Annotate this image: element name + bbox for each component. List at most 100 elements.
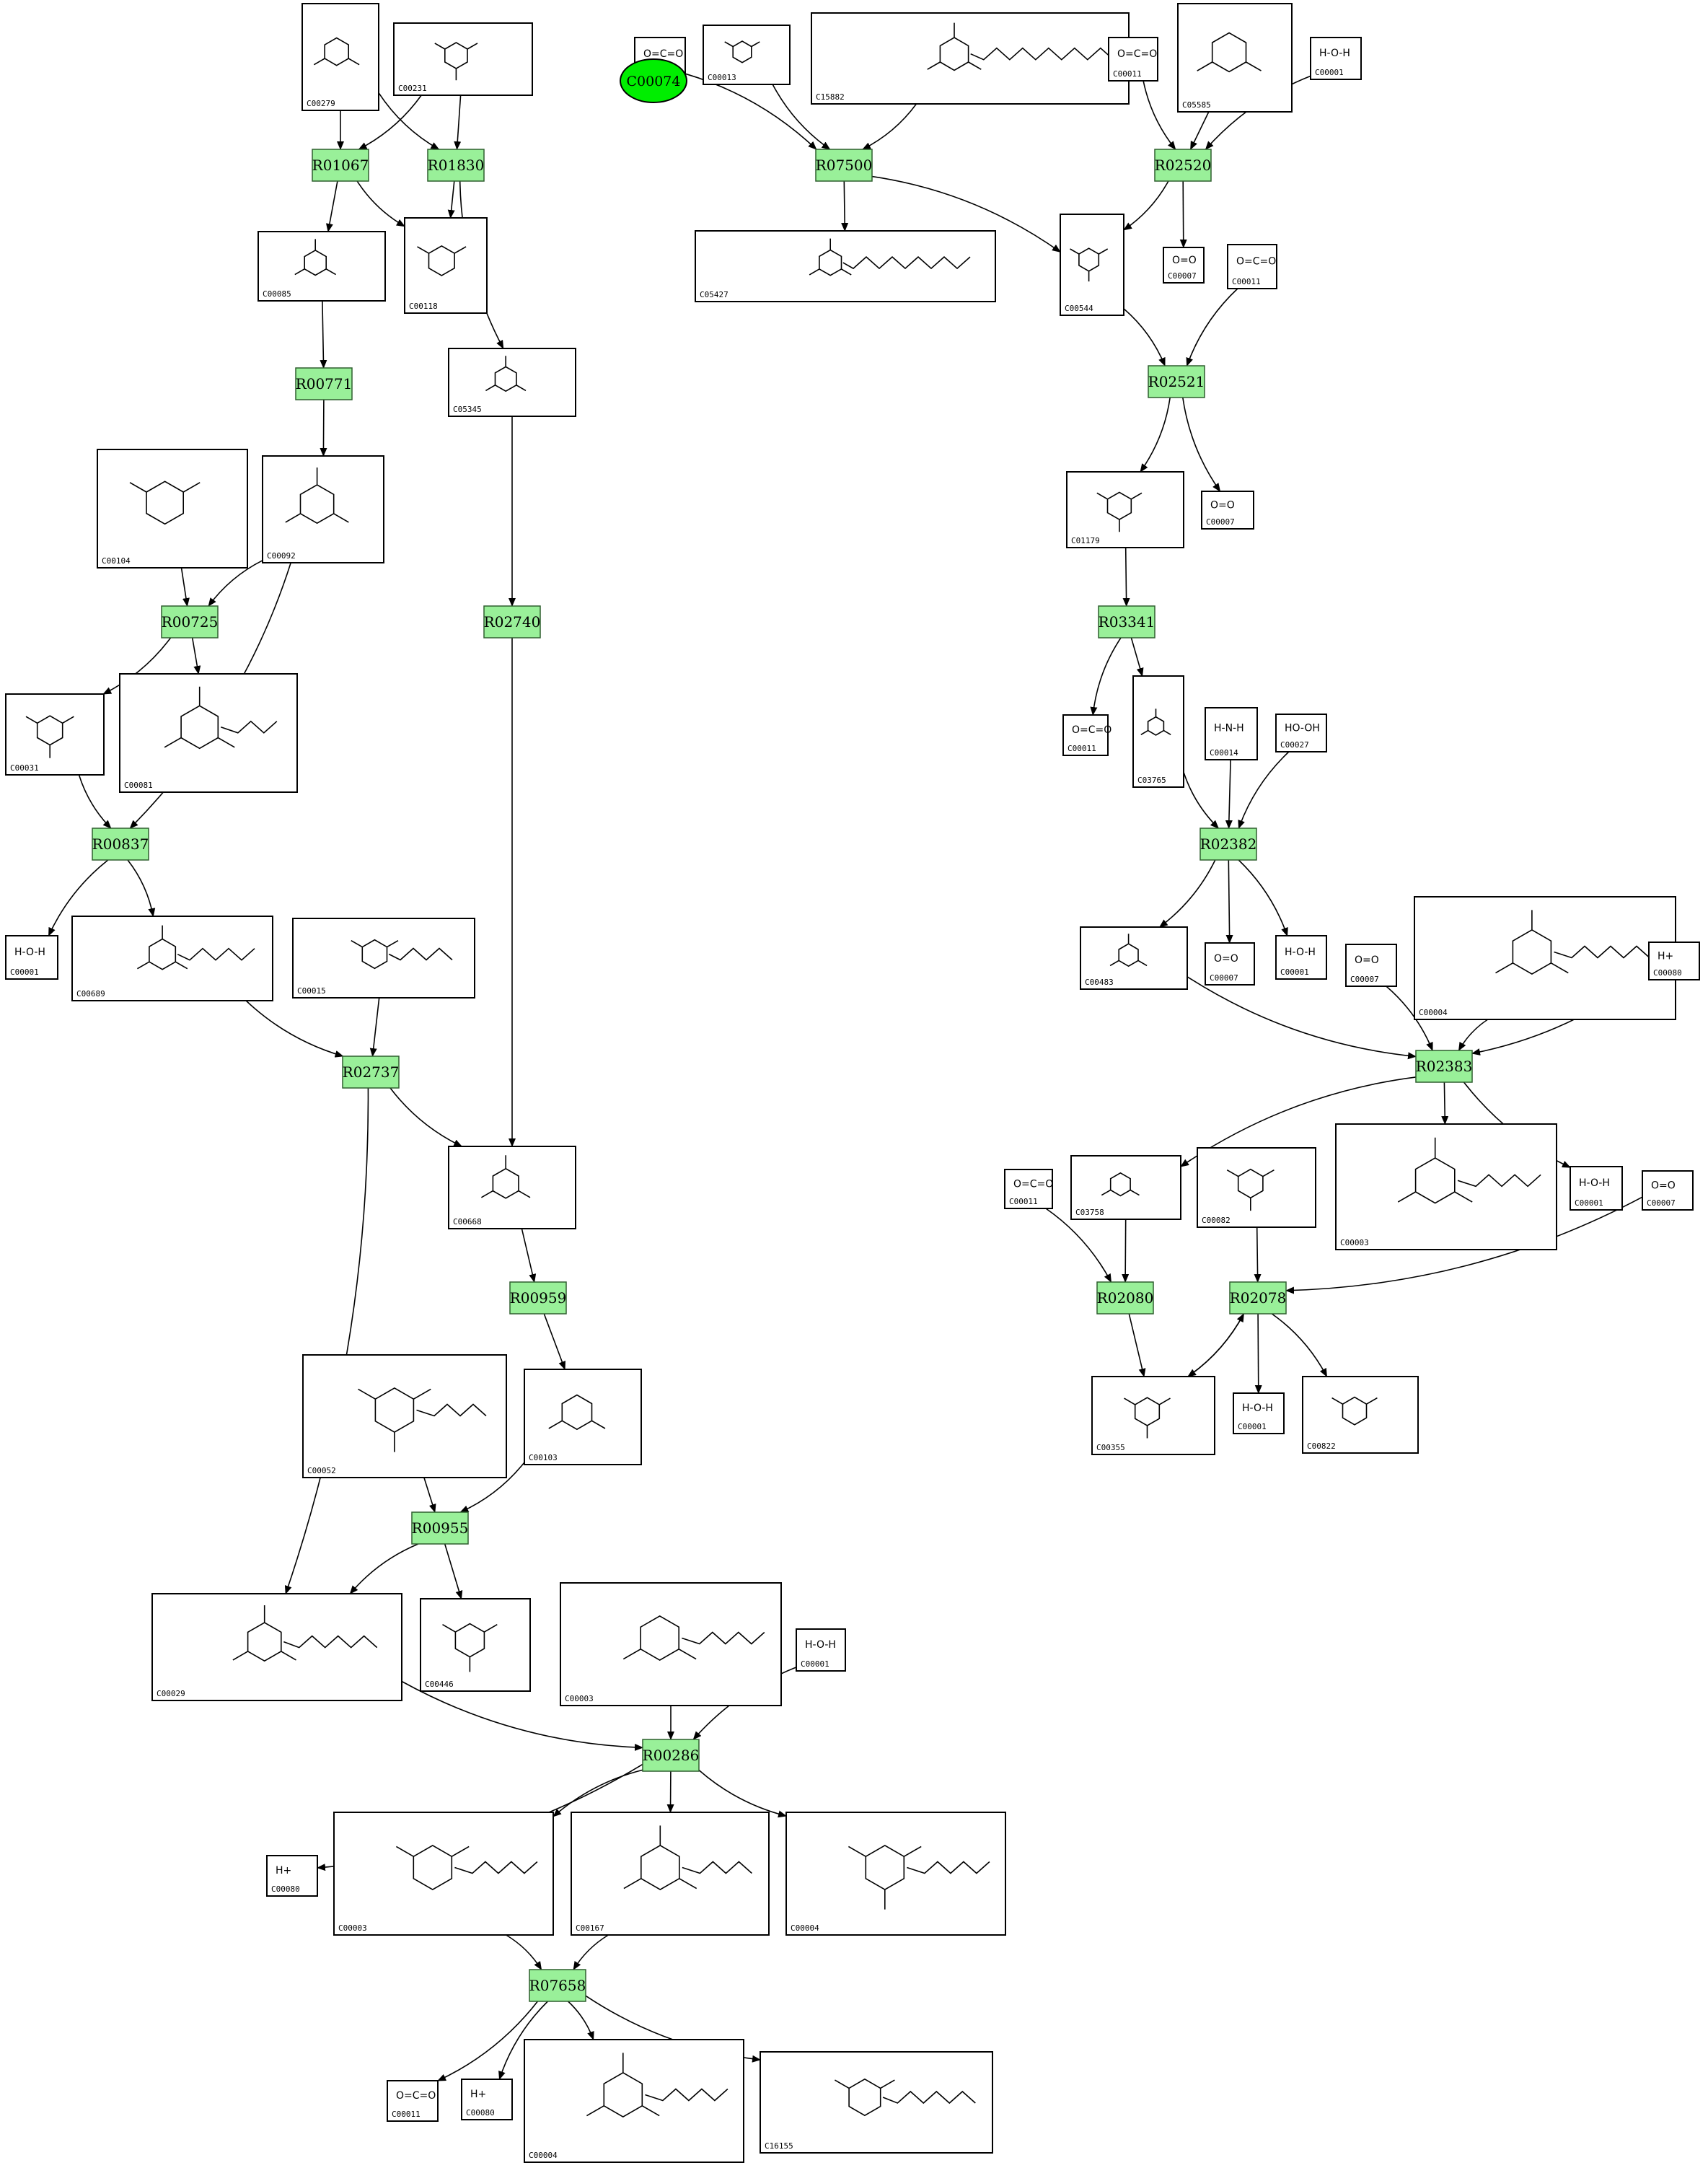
compound-box xyxy=(1177,3,1293,113)
edge-arrow xyxy=(369,997,380,1057)
reaction-node[interactable]: R02078 xyxy=(1229,1281,1287,1315)
edge-arrow xyxy=(1122,1219,1130,1283)
reaction-label: R07500 xyxy=(816,157,873,174)
compound-box xyxy=(448,1146,576,1229)
reaction-node[interactable]: R02737 xyxy=(342,1056,400,1089)
reaction-node[interactable]: R01067 xyxy=(312,149,369,182)
edge-arrow xyxy=(320,399,327,457)
structure-drawing xyxy=(1397,1137,1541,1204)
structure-drawing xyxy=(1197,32,1262,73)
compound-id: C00001 xyxy=(1238,1422,1267,1431)
reaction-label: R00959 xyxy=(510,1289,567,1307)
reaction-box[interactable] xyxy=(1154,149,1212,182)
reaction-box[interactable] xyxy=(1098,605,1155,638)
reaction-box[interactable] xyxy=(1096,1281,1154,1315)
reaction-box[interactable] xyxy=(509,1281,567,1315)
compound-formula: HO-OH xyxy=(1285,722,1320,734)
reaction-node[interactable]: R00725 xyxy=(161,605,219,638)
compound-box xyxy=(448,348,576,417)
structure-drawing xyxy=(129,480,201,525)
reaction-box[interactable] xyxy=(1229,1281,1287,1315)
edge-arrow xyxy=(437,2001,539,2081)
edge-arrow xyxy=(447,180,455,219)
compounds-layer: C00279C00231O=C=OC00011C00013C15882O=C=O… xyxy=(5,3,1700,2163)
compound-id: C01179 xyxy=(1071,536,1100,545)
reaction-node[interactable]: R00959 xyxy=(509,1281,567,1315)
compound-box xyxy=(1275,714,1327,752)
reaction-node[interactable]: R00837 xyxy=(92,828,149,861)
start-ellipse[interactable] xyxy=(620,58,687,103)
compound-node: C00085 xyxy=(257,231,386,302)
reaction-node[interactable]: R07500 xyxy=(815,149,873,182)
reaction-node[interactable]: R07658 xyxy=(529,1969,586,2002)
reaction-box[interactable] xyxy=(427,149,485,182)
reaction-node[interactable]: R00286 xyxy=(642,1739,700,1772)
reaction-box[interactable] xyxy=(483,605,541,638)
compound-box xyxy=(1132,675,1184,788)
compound-id: C00822 xyxy=(1307,1441,1336,1451)
reaction-node[interactable]: R02382 xyxy=(1199,828,1257,861)
reaction-node[interactable]: R02383 xyxy=(1415,1050,1473,1083)
reaction-box[interactable] xyxy=(1415,1050,1473,1083)
compound-id: C03758 xyxy=(1075,1208,1104,1217)
edge-arrow xyxy=(841,180,849,232)
reaction-node[interactable]: R02080 xyxy=(1096,1281,1154,1315)
reaction-node[interactable]: R00955 xyxy=(411,1511,469,1545)
reaction-node[interactable]: R03341 xyxy=(1098,605,1155,638)
reaction-box[interactable] xyxy=(815,149,873,182)
compound-id: C05585 xyxy=(1182,100,1211,110)
compound-formula: O=O xyxy=(1172,255,1197,266)
reaction-box[interactable] xyxy=(312,149,369,182)
reaction-node[interactable]: R00771 xyxy=(295,367,353,400)
edge-arrow xyxy=(180,567,190,607)
start-layer: C00074 xyxy=(620,58,687,103)
reaction-box[interactable] xyxy=(295,367,353,400)
edge-arrow xyxy=(772,84,831,150)
reaction-box[interactable] xyxy=(92,828,149,861)
compound-box xyxy=(262,455,384,563)
compound-box xyxy=(760,2051,993,2154)
reaction-box[interactable] xyxy=(1148,365,1205,398)
reaction-node[interactable]: R02521 xyxy=(1148,365,1205,398)
reaction-node[interactable]: R02520 xyxy=(1154,149,1212,182)
reaction-box[interactable] xyxy=(529,1969,586,2002)
reaction-box[interactable] xyxy=(161,605,219,638)
reaction-box[interactable] xyxy=(411,1511,469,1545)
compound-node: C00231 xyxy=(393,22,533,96)
compound-node: C00003 xyxy=(560,1582,782,1706)
start-compound[interactable]: C00074 xyxy=(620,58,687,103)
edge-arrow xyxy=(1441,1081,1449,1125)
reaction-box[interactable] xyxy=(642,1739,700,1772)
compound-id: C03765 xyxy=(1137,776,1166,785)
edge-arrow xyxy=(1158,859,1216,928)
structure-drawing xyxy=(1331,1396,1378,1426)
compound-node: C00004 xyxy=(524,2039,744,2163)
compound-box xyxy=(119,673,298,793)
structure-drawing xyxy=(848,1844,990,1910)
compound-id: C00004 xyxy=(529,2151,558,2160)
compound-box xyxy=(1108,37,1158,82)
compound-node: C15882 xyxy=(811,12,1130,105)
reaction-box[interactable] xyxy=(342,1056,400,1089)
edge-arrow xyxy=(423,1477,436,1513)
compound-id: C00103 xyxy=(529,1453,558,1462)
compound-node: C05585 xyxy=(1177,3,1293,113)
structure-drawing xyxy=(1096,491,1143,532)
compound-box xyxy=(796,1628,846,1672)
compound-node: C00104 xyxy=(97,449,248,569)
compound-node: C00031 xyxy=(5,693,105,776)
compound-box xyxy=(301,3,379,111)
compound-id: C00689 xyxy=(76,989,105,999)
reaction-node[interactable]: R01830 xyxy=(427,149,485,182)
compound-node: C00029 xyxy=(151,1593,402,1701)
reaction-box[interactable] xyxy=(1199,828,1257,861)
reaction-node[interactable]: R02740 xyxy=(483,605,541,638)
compound-box xyxy=(1302,1376,1419,1454)
compound-formula: H+ xyxy=(276,1865,291,1877)
compound-id: C00003 xyxy=(338,1923,367,1933)
compound-id: C16155 xyxy=(765,2141,793,2151)
structure-drawing xyxy=(586,2053,728,2118)
structure-drawing xyxy=(1140,708,1171,736)
